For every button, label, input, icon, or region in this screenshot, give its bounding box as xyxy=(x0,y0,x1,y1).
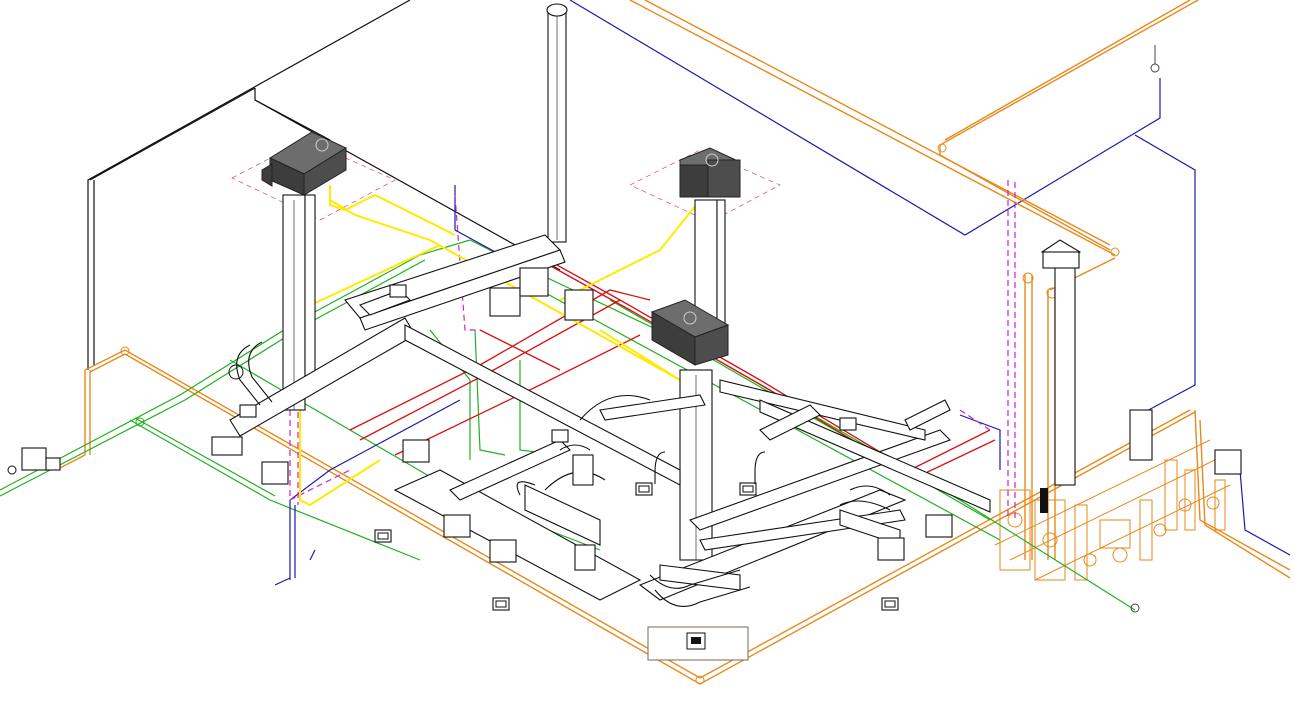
air-handling-unit-2 xyxy=(679,147,741,198)
box-icon xyxy=(686,632,706,650)
air-handling-unit-3 xyxy=(650,299,730,366)
left-equipment xyxy=(7,364,244,475)
right-panel xyxy=(1129,409,1242,475)
pump-station xyxy=(994,439,1231,581)
diffusers xyxy=(239,284,899,611)
condensate-pipe-lower xyxy=(274,185,1291,586)
vav-terminals xyxy=(211,267,953,571)
air-handling-unit-1 xyxy=(261,131,348,196)
condensate-pipe-top xyxy=(569,0,1196,421)
exhaust-fan xyxy=(1040,239,1082,269)
wall-outline xyxy=(87,0,561,370)
